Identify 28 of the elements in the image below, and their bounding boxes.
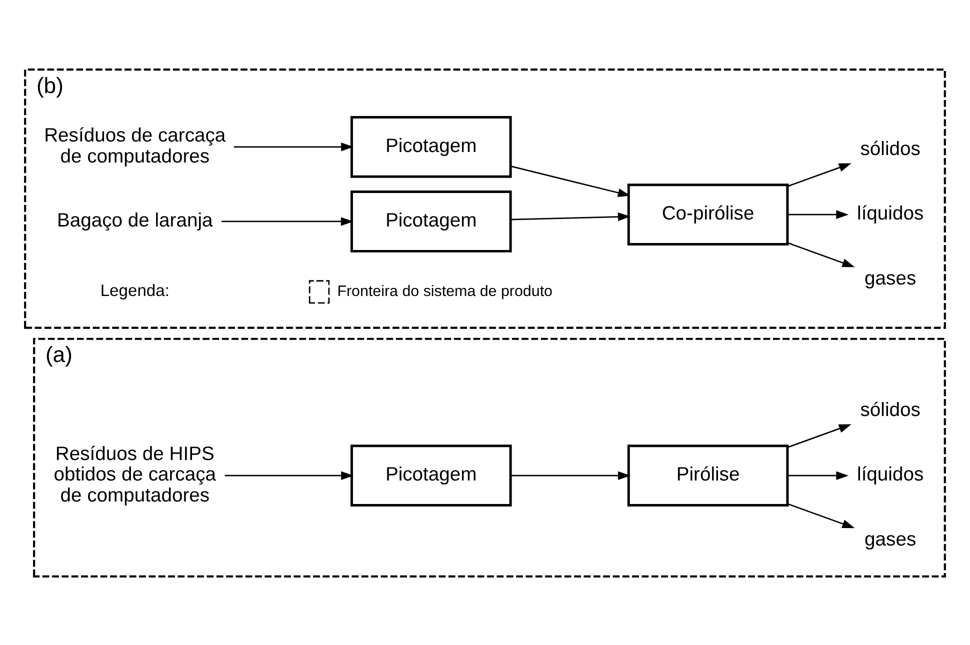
arrow (510, 212, 630, 221)
node-text: Resíduos de carcaça de computadores (44, 125, 226, 167)
arrow (222, 216, 354, 226)
arrow (787, 242, 855, 267)
arrow (234, 142, 354, 151)
arrow (510, 165, 630, 196)
node-text: Bagaço de laranja (56, 210, 213, 232)
node-text: gases (864, 529, 916, 550)
legend-label: Fronteira do sistema de produto (337, 282, 553, 300)
node-text: sólidos (860, 399, 920, 420)
arrow (224, 470, 354, 480)
node-text: Resíduos de HIPS obtidos de carcaça de computadores (54, 444, 216, 506)
arrow (788, 210, 849, 218)
label: Legenda: (100, 280, 170, 300)
node-text: líquidos (857, 203, 924, 224)
node-box: Co-pirólise (627, 183, 789, 246)
node-text: sólidos (860, 138, 920, 160)
node-box: Picotagem (350, 444, 512, 506)
node-text: gases (864, 268, 916, 290)
arrow (787, 424, 852, 448)
arrow (787, 502, 855, 528)
arrow (787, 162, 852, 186)
node-box: Pirólise (627, 444, 789, 506)
arrow (788, 470, 849, 480)
node-box: Picotagem (350, 115, 512, 178)
arrow (510, 470, 630, 480)
node-text: líquidos (857, 464, 924, 486)
node-box: Picotagem (350, 190, 512, 252)
